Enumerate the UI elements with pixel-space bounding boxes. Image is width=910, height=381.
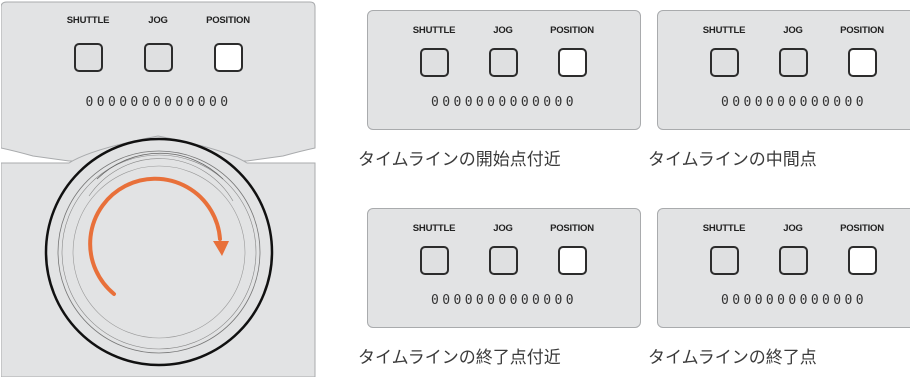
position-label: POSITION	[840, 25, 884, 36]
position-button[interactable]	[558, 246, 587, 275]
position-button[interactable]	[214, 43, 243, 72]
shuttle-label: SHUTTLE	[66, 15, 110, 26]
jog-wheel[interactable]	[44, 137, 274, 367]
position-label: POSITION	[840, 223, 884, 234]
position-label: POSITION	[550, 25, 594, 36]
clockwise-rotation-arrow-icon	[88, 176, 229, 296]
shuttle-button[interactable]	[420, 48, 449, 77]
jog-button[interactable]	[144, 43, 173, 72]
caption-near-end: タイムラインの終了点付近	[358, 348, 561, 368]
position-led-row: 0000000000000	[431, 95, 577, 110]
jog-label: JOG	[783, 25, 803, 36]
shuttle-button[interactable]	[710, 246, 739, 275]
jog-label: JOG	[783, 223, 803, 234]
jog-button[interactable]	[489, 246, 518, 275]
jog-control-panel: SHUTTLE JOG POSITION 0000000000000	[0, 1, 316, 378]
caption-end: タイムラインの終了点	[648, 348, 817, 368]
caption-near-start: タイムラインの開始点付近	[358, 150, 561, 170]
shuttle-button[interactable]	[74, 43, 103, 72]
position-label: POSITION	[550, 223, 594, 234]
shuttle-button[interactable]	[420, 246, 449, 275]
panel-near-end: SHUTTLE JOG POSITION 0000000000000	[367, 208, 641, 328]
panel-end: SHUTTLE JOG POSITION 0000000000000	[657, 208, 910, 328]
panel-midpoint: SHUTTLE JOG POSITION 0000000000000	[657, 10, 910, 130]
position-button[interactable]	[848, 246, 877, 275]
position-led-row: 0000000000000	[431, 293, 577, 308]
jog-label: JOG	[493, 223, 513, 234]
jog-button[interactable]	[489, 48, 518, 77]
shuttle-label: SHUTTLE	[412, 25, 456, 36]
position-button[interactable]	[558, 48, 587, 77]
jog-label: JOG	[148, 15, 168, 26]
jog-label: JOG	[493, 25, 513, 36]
panel-upper-face	[0, 1, 316, 162]
position-led-row: 0000000000000	[85, 95, 232, 110]
shuttle-label: SHUTTLE	[412, 223, 456, 234]
position-led-row: 0000000000000	[721, 293, 867, 308]
position-button[interactable]	[848, 48, 877, 77]
position-led-row: 0000000000000	[721, 95, 867, 110]
position-label: POSITION	[206, 15, 250, 26]
panel-near-start: SHUTTLE JOG POSITION 0000000000000	[367, 10, 641, 130]
jog-button[interactable]	[779, 48, 808, 77]
shuttle-button[interactable]	[710, 48, 739, 77]
shuttle-label: SHUTTLE	[702, 223, 746, 234]
jog-panel-illustration	[0, 1, 316, 378]
jog-button[interactable]	[779, 246, 808, 275]
caption-midpoint: タイムラインの中間点	[648, 150, 817, 170]
shuttle-label: SHUTTLE	[702, 25, 746, 36]
